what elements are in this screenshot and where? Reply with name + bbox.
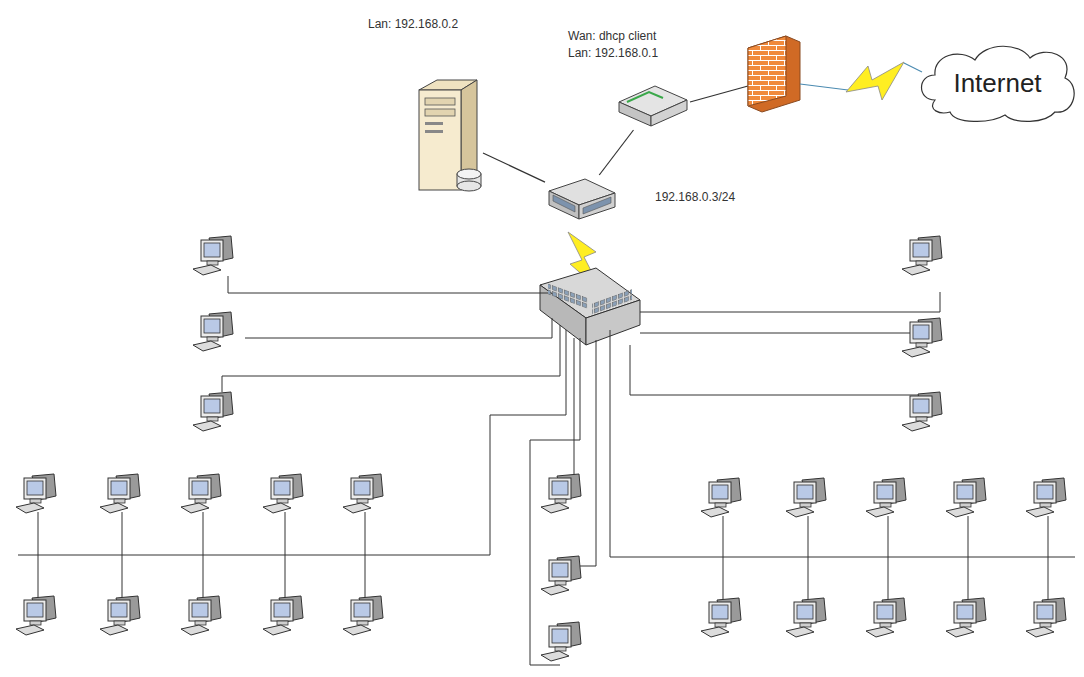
switch-icon (545, 175, 617, 223)
router-icon (615, 80, 690, 130)
address-label: Lan: 192.168.0.2 (368, 16, 436, 33)
server-icon (415, 78, 483, 196)
server-node: Lan: 192.168.0.2 (415, 78, 483, 196)
address-label: Wan: dhcp client (568, 28, 643, 45)
network-cable (483, 153, 545, 182)
internet-cloud: Internet (915, 40, 1080, 125)
address-label: 192.168.0.3/24 (655, 189, 727, 206)
address-label: Lan: 192.168.0.1 (568, 45, 643, 62)
router-node: Wan: dhcp clientLan: 192.168.0.1 (615, 80, 690, 130)
network-cable (599, 130, 633, 175)
cloud-label: Internet (953, 68, 1041, 98)
switch-node: 192.168.0.3/24 (545, 175, 617, 223)
